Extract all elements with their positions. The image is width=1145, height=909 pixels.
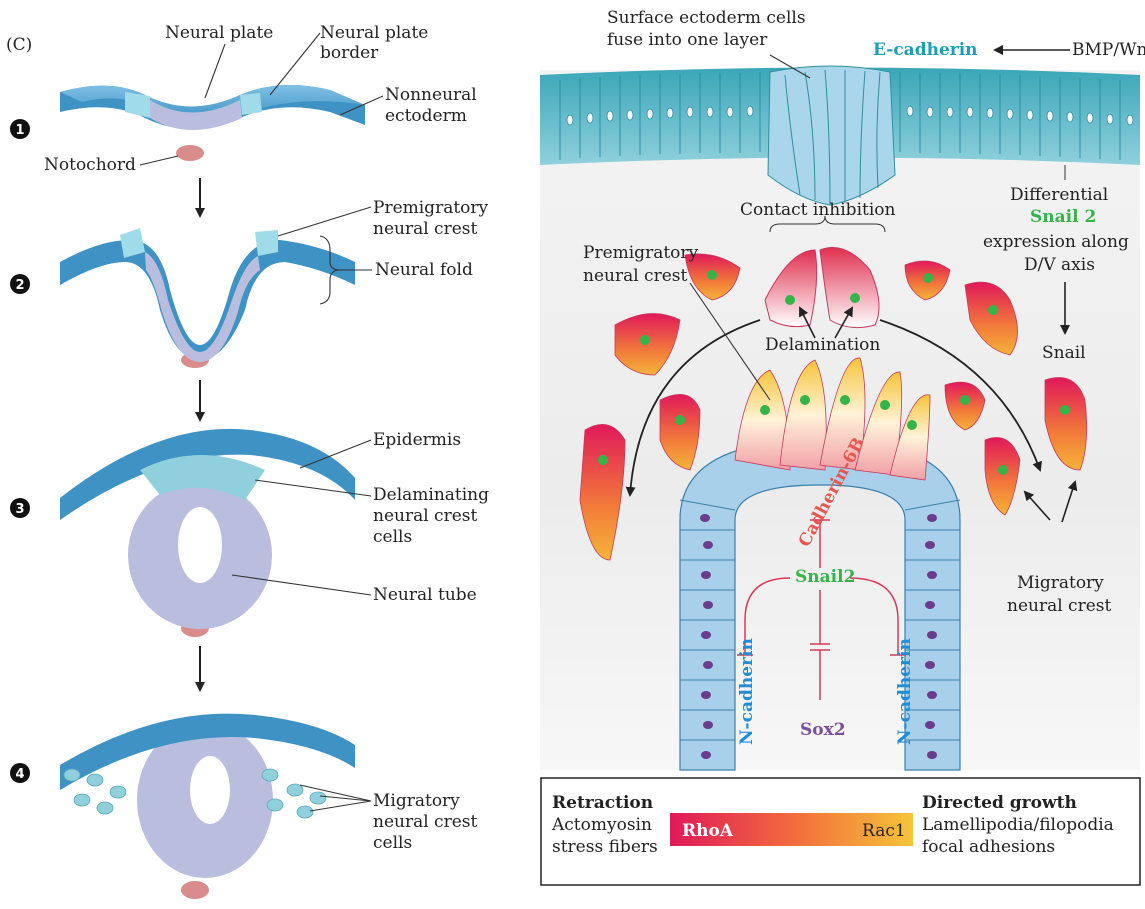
label-premigratory-1: Premigratory (373, 198, 489, 218)
label-delamination: Delamination (765, 335, 880, 355)
label-neural-plate: Neural plate (165, 23, 273, 43)
stage-1-illustration (60, 85, 365, 161)
stage-4-number: 4 (15, 767, 24, 782)
label-notochord: Notochord (44, 155, 136, 175)
legend-lamellipodia: Lamellipodia/filopodia (922, 815, 1114, 835)
label-nonneural-2: ectoderm (385, 106, 467, 126)
label-ncadherin-left: N-cadherin (737, 638, 757, 745)
fused-ectoderm-cells (768, 66, 895, 205)
label-nonneural-1: Nonneural (385, 85, 477, 105)
panel-label: (C) (6, 35, 32, 55)
legend-retraction: Retraction (552, 793, 653, 813)
notochord-1 (176, 145, 204, 161)
label-delaminating-2: neural crest (373, 506, 477, 526)
label-surface-1: Surface ectoderm cells (607, 8, 806, 28)
label-delaminating-3: cells (373, 527, 412, 547)
label-bmp-wnt: BMP/Wnt (1072, 40, 1145, 60)
label-neural-fold: Neural fold (375, 260, 473, 280)
legend-rhoa: RhoA (682, 821, 734, 841)
legend-directed-growth: Directed growth (922, 793, 1077, 813)
stage-3-number: 3 (15, 502, 24, 517)
label-differential-2: Snail 2 (1030, 207, 1096, 227)
stage-3-illustration (60, 429, 355, 637)
legend-rac1: Rac1 (862, 821, 906, 841)
label-surface-2: fuse into one layer (607, 30, 768, 50)
label-snail2: Snail2 (795, 567, 855, 587)
stage-4-illustration (60, 714, 355, 899)
stage-2-number: 2 (15, 278, 24, 293)
label-ecadherin: E-cadherin (873, 40, 978, 60)
label-migratory-2: neural crest (373, 812, 477, 832)
label-snail: Snail (1042, 343, 1086, 363)
label-neural-plate-border-1: Neural plate (320, 23, 428, 43)
label-contact-inhibition: Contact inhibition (740, 200, 896, 220)
label-migratory-right-1: Migratory (1017, 573, 1104, 593)
label-differential-4: D/V axis (1024, 255, 1095, 275)
label-sox2: Sox2 (800, 720, 846, 740)
label-premigratory-right-2: neural crest (583, 266, 687, 286)
label-neural-tube: Neural tube (373, 585, 477, 605)
label-neural-plate-border-2: border (320, 43, 379, 63)
label-ncadherin-right: N-cadherin (895, 638, 915, 745)
label-delaminating-1: Delaminating (373, 485, 489, 505)
label-epidermis: Epidermis (373, 430, 461, 450)
label-premigratory-right-1: Premigratory (583, 243, 699, 263)
label-differential-1: Differential (1010, 185, 1108, 205)
label-premigratory-2: neural crest (373, 219, 477, 239)
label-migratory-right-2: neural crest (1007, 596, 1111, 616)
legend: Retraction Actomyosin stress fibers RhoA… (541, 778, 1140, 885)
stage-1-number: 1 (15, 123, 24, 138)
label-differential-3: expression along (983, 232, 1129, 252)
legend-focal: focal adhesions (922, 837, 1055, 857)
legend-actomyosin-2: stress fibers (552, 837, 658, 857)
right-panel (540, 50, 1140, 770)
label-migratory-1: Migratory (373, 791, 460, 811)
legend-actomyosin-1: Actomyosin (551, 815, 652, 835)
label-migratory-3: cells (373, 833, 412, 853)
stage-2-illustration (60, 228, 355, 368)
